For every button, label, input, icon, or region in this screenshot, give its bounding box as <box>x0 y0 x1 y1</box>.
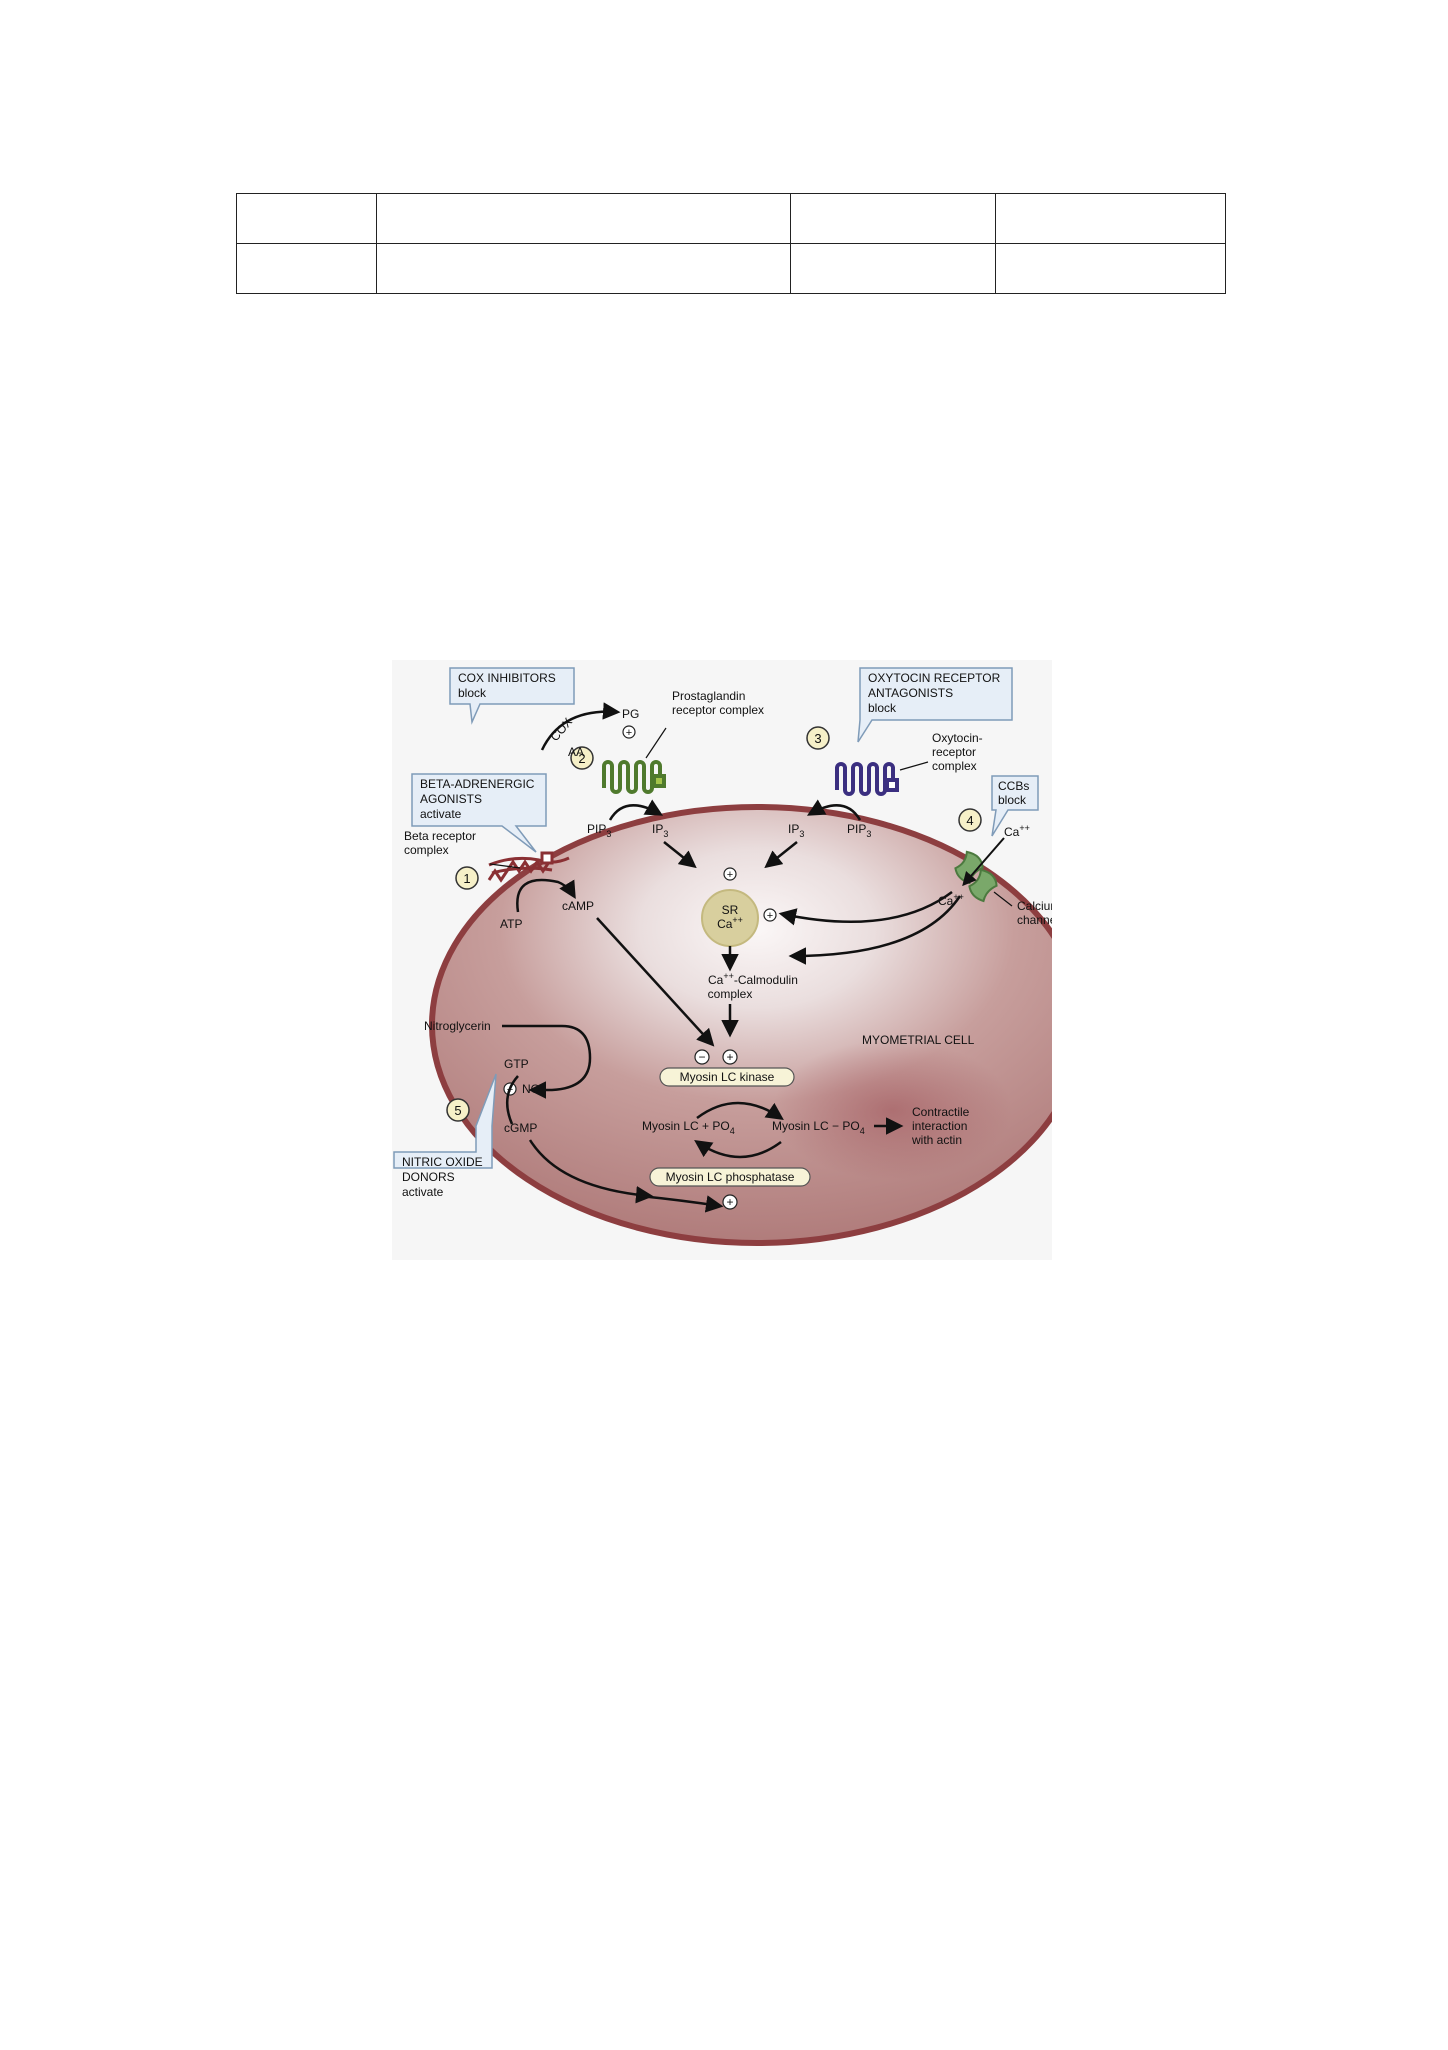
svg-text:+: + <box>727 869 733 881</box>
cell-shading <box>772 1040 1012 1180</box>
callout-text: DONORS <box>402 1170 455 1184</box>
step-marker-4: 4 <box>958 808 982 832</box>
contractile-label: Contractile <box>912 1105 970 1119</box>
myosin-lc-kinase-box: Myosin LC kinase <box>659 1067 795 1087</box>
callout-text: AGONISTS <box>420 792 482 806</box>
svg-text:Ca++: Ca++ <box>717 915 743 931</box>
pg-receptor-label: Prostaglandin <box>672 689 745 703</box>
beta-receptor-label: Beta receptor <box>404 829 476 843</box>
svg-text:+: + <box>726 1195 733 1209</box>
table-cell <box>376 243 791 294</box>
atp-label: ATP <box>500 917 522 931</box>
oxytocin-receptor-label: receptor <box>932 745 976 759</box>
myosin-lc-po4-left-label: Myosin LC + PO4 <box>642 1119 735 1136</box>
contractile-label: with actin <box>911 1133 962 1147</box>
callout-text: NITRIC OXIDE <box>402 1155 483 1169</box>
plus-sign-icon: + <box>622 725 636 739</box>
svg-text:Myosin LC phosphatase: Myosin LC phosphatase <box>666 1170 795 1184</box>
oxytocin-receptor-label: Oxytocin- <box>932 731 983 745</box>
svg-text:+: + <box>726 1050 733 1064</box>
callout-text: block <box>458 686 487 700</box>
table-cell <box>376 193 791 244</box>
beta-agonists-callout: BETA-ADRENERGIC AGONISTS activate <box>411 773 547 853</box>
svg-text:−: − <box>698 1050 705 1064</box>
sarcoplasmic-reticulum: SR Ca++ <box>701 889 759 947</box>
svg-text:Myosin LC kinase: Myosin LC kinase <box>680 1070 775 1084</box>
calmodulin-label: complex <box>708 987 753 1001</box>
svg-text:4: 4 <box>966 813 973 828</box>
table-cell <box>995 193 1226 244</box>
callout-text: block <box>998 793 1027 807</box>
table-row <box>236 243 1226 294</box>
beta-receptor-icon <box>487 851 570 883</box>
pip3-left-label: PIP3 <box>587 822 611 839</box>
calmodulin-label: Ca++-Calmodulin <box>708 971 798 987</box>
contractile-label: interaction <box>912 1119 967 1133</box>
table-cell <box>995 243 1226 294</box>
cgmp-label: cGMP <box>504 1121 537 1135</box>
data-table <box>236 193 1226 294</box>
step-marker-2: 2 <box>570 746 594 770</box>
plus-sign-icon: + <box>722 1194 738 1210</box>
plus-sign-icon: + <box>763 908 777 922</box>
step-marker-1: 1 <box>455 866 479 890</box>
myosin-lc-po4-right-label: Myosin LC − PO4 <box>772 1119 865 1136</box>
ca-top-label: Ca++ <box>1004 823 1030 839</box>
oxytocin-receptor-label: complex <box>932 759 977 773</box>
callout-text: activate <box>402 1185 444 1199</box>
oxytocin-receptor-icon <box>835 762 899 796</box>
minus-sign-icon: − <box>694 1049 710 1065</box>
step-marker-3: 3 <box>806 726 830 750</box>
svg-text:+: + <box>767 910 773 922</box>
callout-text: BETA-ADRENERGIC <box>420 777 535 791</box>
ccbs-callout: CCBs block <box>991 775 1039 837</box>
table-cell <box>236 193 377 244</box>
svg-text:5: 5 <box>454 1103 461 1118</box>
oxytocin-antagonists-callout: OXYTOCIN RECEPTOR ANTAGONISTS block <box>857 667 1013 743</box>
svg-text:3: 3 <box>814 731 821 746</box>
plus-sign-icon: + <box>723 867 737 881</box>
calcium-channel-label: Calcium <box>1017 899 1052 913</box>
gtp-label: GTP <box>504 1057 529 1071</box>
myometrial-cell-diagram: COX INHIBITORS block BETA-ADRENERGIC AGO… <box>392 660 1052 1260</box>
step-marker-5: 5 <box>446 1098 470 1122</box>
beta-receptor-label: complex <box>404 843 449 857</box>
camp-label: cAMP <box>562 899 594 913</box>
callout-text: CCBs <box>998 779 1029 793</box>
callout-text: activate <box>420 807 462 821</box>
svg-text:SR: SR <box>722 903 739 917</box>
svg-text:2: 2 <box>578 751 585 766</box>
myosin-lc-phosphatase-box: Myosin LC phosphatase <box>649 1167 811 1187</box>
callout-text: block <box>868 701 897 715</box>
cox-inhibitors-callout: COX INHIBITORS block <box>449 667 575 725</box>
plus-sign-icon: + <box>722 1049 738 1065</box>
myometrial-cell-label: MYOMETRIAL CELL <box>862 1033 975 1047</box>
table-cell <box>790 193 996 244</box>
nitroglycerin-label: Nitroglycerin <box>424 1019 491 1033</box>
pip3-right-label: PIP3 <box>847 822 871 839</box>
table-cell <box>236 243 377 294</box>
pg-label: PG <box>622 707 639 721</box>
no-label: NO <box>522 1082 540 1096</box>
prostaglandin-receptor-icon <box>602 760 666 794</box>
nitric-oxide-donors-callout: NITRIC OXIDE DONORS activate <box>393 1073 497 1199</box>
table-row <box>236 193 1226 244</box>
callout-text: OXYTOCIN RECEPTOR <box>868 671 1001 685</box>
aa-label: AA <box>568 745 584 759</box>
callout-text: ANTAGONISTS <box>868 686 953 700</box>
ip3-right-label: IP3 <box>788 822 804 839</box>
ip3-left-label: IP3 <box>652 822 668 839</box>
callout-text: COX INHIBITORS <box>458 671 556 685</box>
svg-text:1: 1 <box>463 871 470 886</box>
svg-text:+: + <box>626 727 632 739</box>
calcium-channel-label: channel <box>1017 913 1052 927</box>
pg-receptor-label: receptor complex <box>672 703 764 717</box>
table-cell <box>790 243 996 294</box>
